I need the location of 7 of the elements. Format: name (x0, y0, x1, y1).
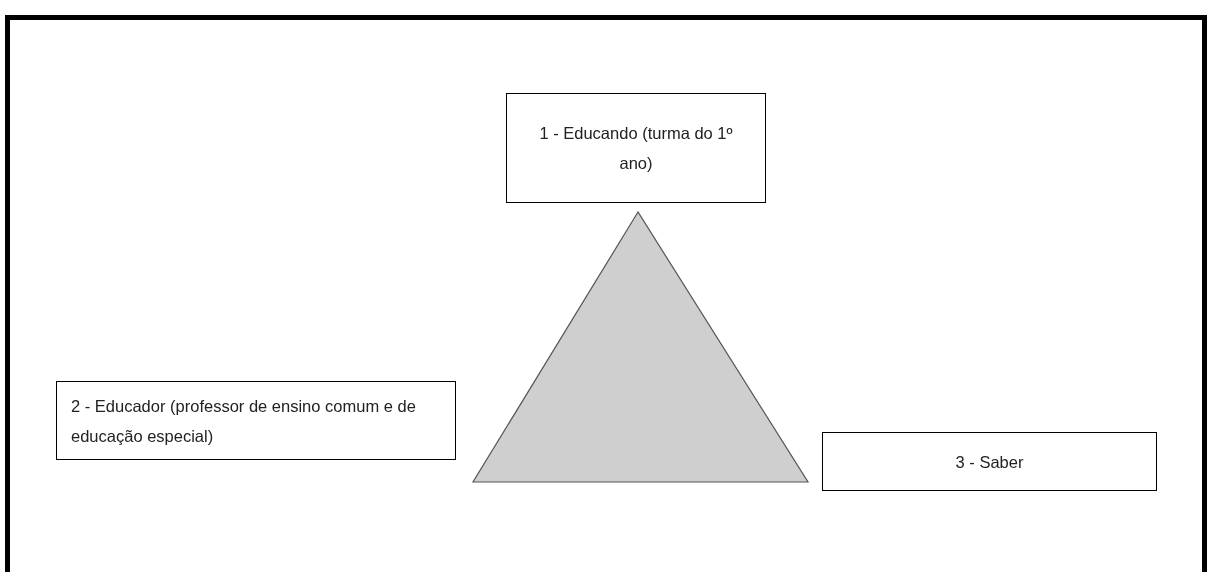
text-box (822, 432, 1157, 491)
box-label: 1 - Educando (turma do 1º ano) (538, 123, 734, 174)
box-label: 3 - Saber (954, 451, 1025, 473)
text-box (506, 93, 766, 203)
triangle-shape (471, 210, 810, 483)
text-box (56, 381, 456, 460)
box-label: 2 - Educador (professor de ensino comum e de educação especial) (71, 395, 417, 447)
